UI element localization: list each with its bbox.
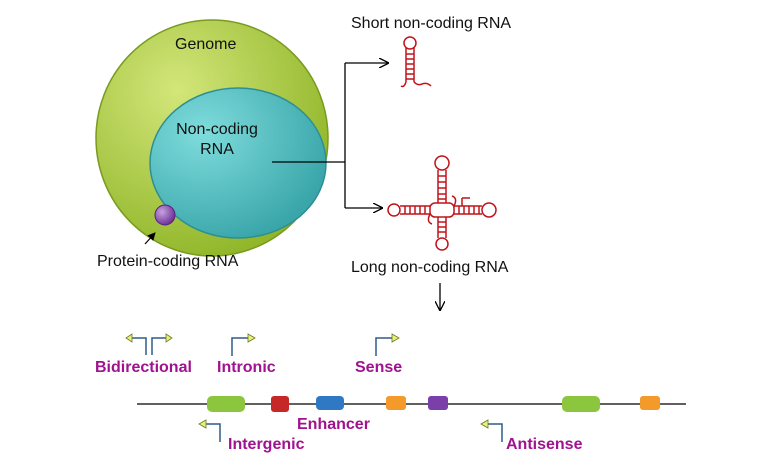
long-ncrna-label: Long non-coding RNA (351, 259, 509, 276)
noncoding-label-line1: Non-coding (176, 121, 258, 138)
short-ncrna-label: Short non-coding RNA (351, 15, 512, 32)
noncoding-ellipse (149, 87, 327, 239)
type-label-enhancer: Enhancer (297, 416, 370, 433)
exon-orange-2 (640, 396, 660, 410)
exon-red (271, 396, 289, 412)
protein-coding-label: Protein-coding RNA (97, 253, 239, 270)
type-label-bidirectional: Bidirectional (95, 359, 192, 376)
noncoding-label-line2: RNA (200, 141, 234, 158)
exon-purple (428, 396, 448, 410)
type-label-antisense: Antisense (506, 436, 583, 453)
exon-green-1 (207, 396, 245, 412)
protein-coding-sphere (154, 204, 176, 226)
type-label-sense: Sense (355, 359, 403, 376)
bidirectional-promoter-icon (125, 333, 173, 355)
intergenic-promoter-icon (198, 419, 221, 442)
sense-promoter-icon (375, 333, 400, 356)
type-label-intronic: Intronic (217, 359, 276, 376)
short-ncrna-structure (400, 36, 432, 88)
antisense-promoter-icon (480, 419, 503, 442)
type-label-intergenic: Intergenic (228, 436, 305, 453)
exon-orange-1 (386, 396, 406, 410)
protein-coding-pointer (144, 232, 156, 245)
genome-label: Genome (175, 36, 237, 53)
intronic-promoter-icon (231, 333, 256, 356)
long-ncrna-structure (387, 155, 497, 251)
branch-connector (272, 63, 440, 310)
exon-blue (316, 396, 344, 410)
exon-green-2 (562, 396, 600, 412)
